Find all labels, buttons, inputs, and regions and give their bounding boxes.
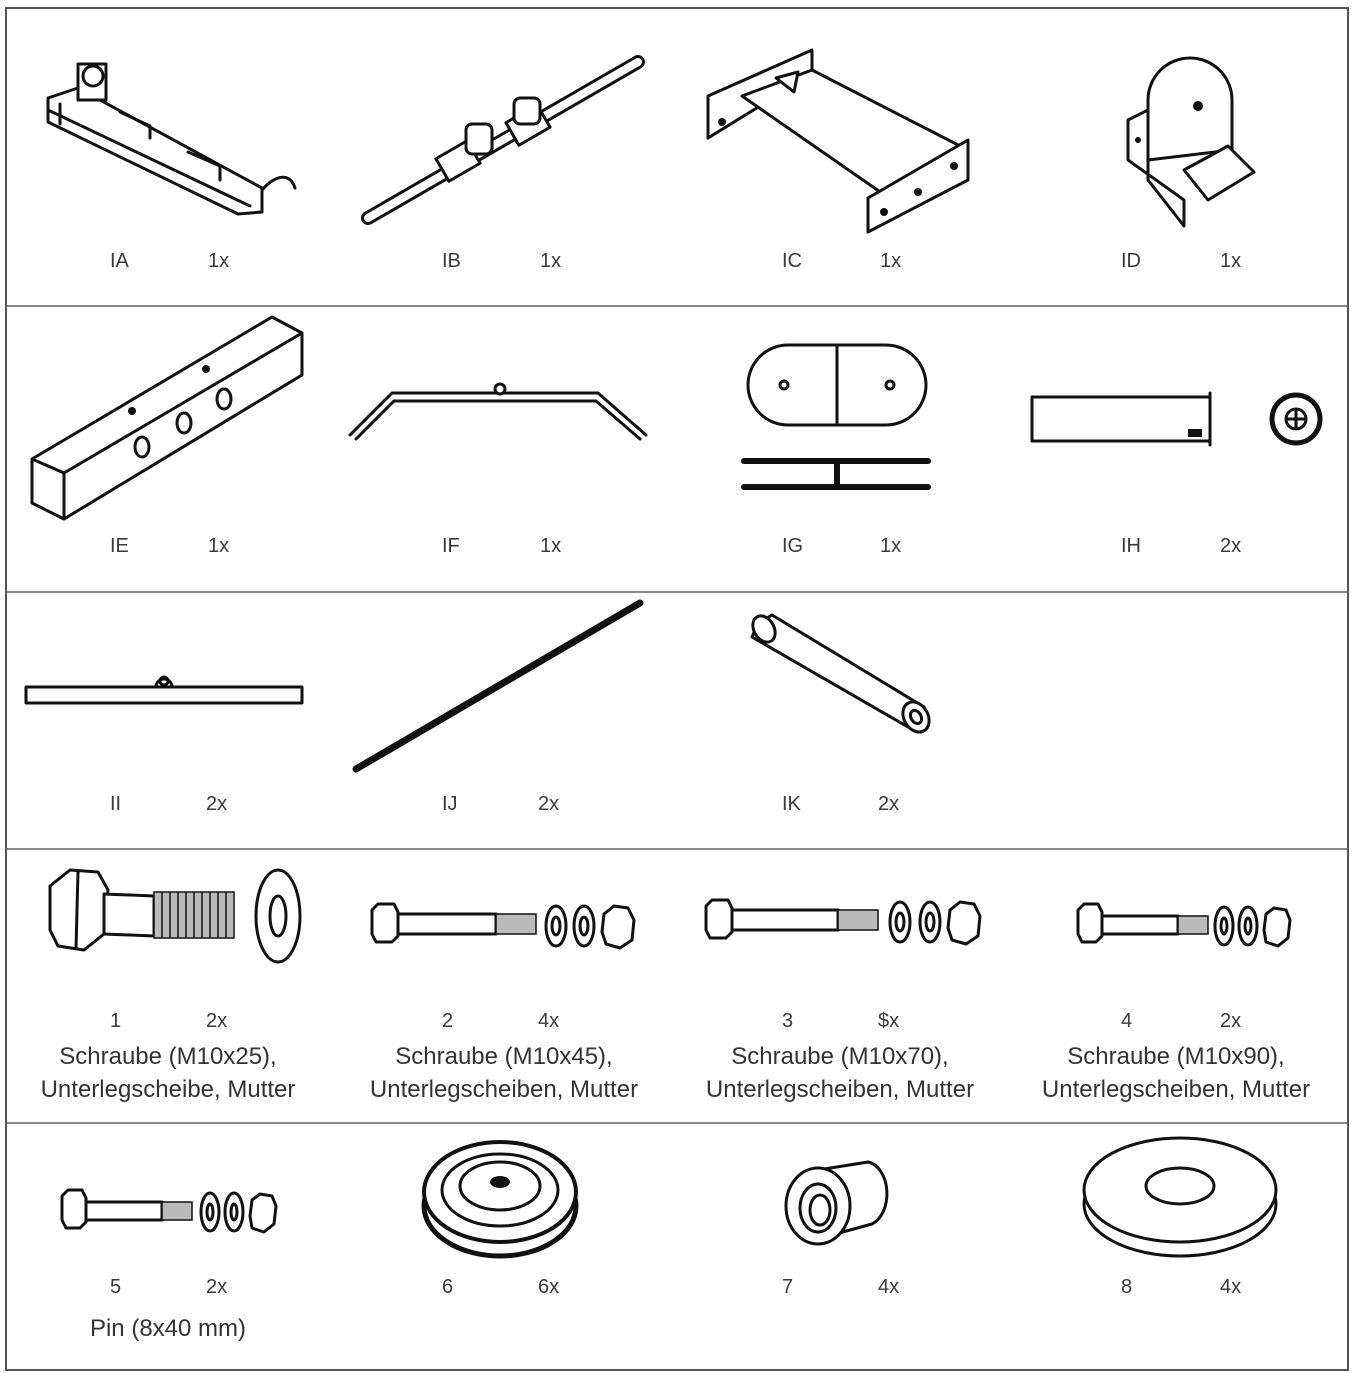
hardware-qty: 2x [1220, 1010, 1242, 1032]
hardware-qty: 4x [878, 1276, 900, 1298]
part-id: ID [1121, 250, 1141, 272]
hardware-description-line: Unterlegscheiben, Mutter [369, 1076, 639, 1103]
hardware-qty: 4x [538, 1010, 560, 1032]
hardware-description: Pin (8x40 mm) [0, 1312, 336, 1345]
part-IB-drawing [361, 55, 645, 225]
row-divider [7, 848, 1347, 850]
part-IG-drawing [741, 343, 931, 490]
part-qty: 1x [208, 250, 230, 272]
part-qty: 2x [1220, 535, 1242, 557]
hardware-description-line: Unterlegscheiben, Mutter [705, 1076, 975, 1103]
part-qty: 1x [880, 535, 902, 557]
hardware-description-line: Schraube (M10x70), [731, 1043, 949, 1070]
part-qty: 1x [208, 535, 230, 557]
part-IJ-drawing [352, 599, 644, 773]
part-IE: IE 1x [0, 307, 336, 591]
hardware-id: 3 [782, 1010, 794, 1032]
part-IF-drawing [348, 382, 648, 441]
part-II: II 2x [0, 593, 336, 848]
hardware-qty: 4x [1220, 1276, 1242, 1298]
part-id: IE [110, 535, 129, 557]
hardware-id: 2 [442, 1010, 454, 1032]
hardware-id: 4 [1121, 1010, 1133, 1032]
hardware-description-line: Pin (8x40 mm) [89, 1315, 247, 1342]
part-IF: IF 1x [336, 307, 672, 591]
hardware-qty: 6x [538, 1276, 560, 1298]
pulley-drawing [421, 1140, 579, 1259]
bushing-drawing [784, 1160, 889, 1246]
row-divider [7, 1122, 1347, 1124]
part-II-drawing [24, 675, 304, 705]
part-id: IK [782, 793, 801, 815]
hardware-4: 4 2x Schraube (M10x90), Unterlegscheiben… [1008, 850, 1344, 1122]
part-IA-drawing [46, 62, 297, 216]
part-qty: 1x [880, 250, 902, 272]
hardware-description-line: Unterlegscheibe, Mutter [40, 1076, 296, 1103]
hardware-qty: $x [878, 1010, 900, 1032]
bolt-washer-drawing [48, 868, 302, 964]
part-IB: IB 1x [336, 0, 672, 305]
part-IK: IK 2x [672, 593, 1008, 848]
hardware-description-line: Unterlegscheiben, Mutter [1041, 1076, 1311, 1103]
hardware-7: 7 4x [672, 1124, 1008, 1369]
part-id: IH [1121, 535, 1141, 557]
bolt-washers-nut-drawing [370, 902, 636, 950]
part-qty: 1x [1220, 250, 1242, 272]
hardware-5: 5 2x Pin (8x40 mm) [0, 1124, 336, 1369]
part-ID-drawing [1126, 56, 1256, 228]
part-IJ: IJ 2x [336, 593, 672, 848]
part-IE-drawing [30, 315, 304, 521]
part-IK-drawing [750, 613, 931, 734]
part-IA: IA 1x [0, 0, 336, 305]
part-IH-drawing [1030, 391, 1323, 447]
part-IC-drawing [706, 48, 970, 234]
hardware-id: 6 [442, 1276, 454, 1298]
part-id: IA [110, 250, 129, 272]
hardware-description-line: Schraube (M10x90), [1067, 1043, 1285, 1070]
part-IH: IH 2x [1008, 307, 1344, 591]
hardware-3: 3 $x Schraube (M10x70), Unterlegscheiben… [672, 850, 1008, 1122]
row-divider [7, 305, 1347, 307]
part-qty: 2x [206, 793, 228, 815]
hardware-1: 1 2x Schraube (M10x25), Unterlegscheibe,… [0, 850, 336, 1122]
part-qty: 2x [878, 793, 900, 815]
part-id: IB [442, 250, 461, 272]
part-id: IC [782, 250, 802, 272]
part-IG: IG 1x [672, 307, 1008, 591]
part-id: IG [782, 535, 804, 557]
part-id: II [110, 793, 122, 815]
hardware-id: 7 [782, 1276, 794, 1298]
hardware-description: Schraube (M10x45), Unterlegscheiben, Mut… [336, 1040, 672, 1106]
hardware-qty: 2x [206, 1276, 228, 1298]
hardware-description: Schraube (M10x70), Unterlegscheiben, Mut… [672, 1040, 1008, 1106]
part-qty: 1x [540, 535, 562, 557]
hardware-description-line: Schraube (M10x25), [59, 1043, 277, 1070]
hardware-description: Schraube (M10x25), Unterlegscheibe, Mutt… [0, 1040, 336, 1106]
pin-drawing [60, 1188, 278, 1234]
part-qty: 2x [538, 793, 560, 815]
hardware-6: 6 6x [336, 1124, 672, 1369]
hardware-qty: 2x [206, 1010, 228, 1032]
hardware-description-line: Schraube (M10x45), [395, 1043, 613, 1070]
hardware-id: 5 [110, 1276, 122, 1298]
bolt-washers-nut-drawing [1076, 902, 1292, 948]
washer-drawing [1082, 1136, 1278, 1258]
part-ID: ID 1x [1008, 0, 1344, 305]
hardware-id: 1 [110, 1010, 122, 1032]
hardware-8: 8 4x [1008, 1124, 1344, 1369]
hardware-2: 2 4x Schraube (M10x45), Unterlegscheiben… [336, 850, 672, 1122]
part-id: IF [442, 535, 460, 557]
part-qty: 1x [540, 250, 562, 272]
part-IC: IC 1x [672, 0, 1008, 305]
bolt-washers-nut-drawing [704, 898, 982, 946]
row-divider [7, 591, 1347, 593]
hardware-description: Schraube (M10x90), Unterlegscheiben, Mut… [1008, 1040, 1344, 1106]
hardware-id: 8 [1121, 1276, 1133, 1298]
parts-list-frame [5, 7, 1349, 1371]
part-id: IJ [442, 793, 458, 815]
